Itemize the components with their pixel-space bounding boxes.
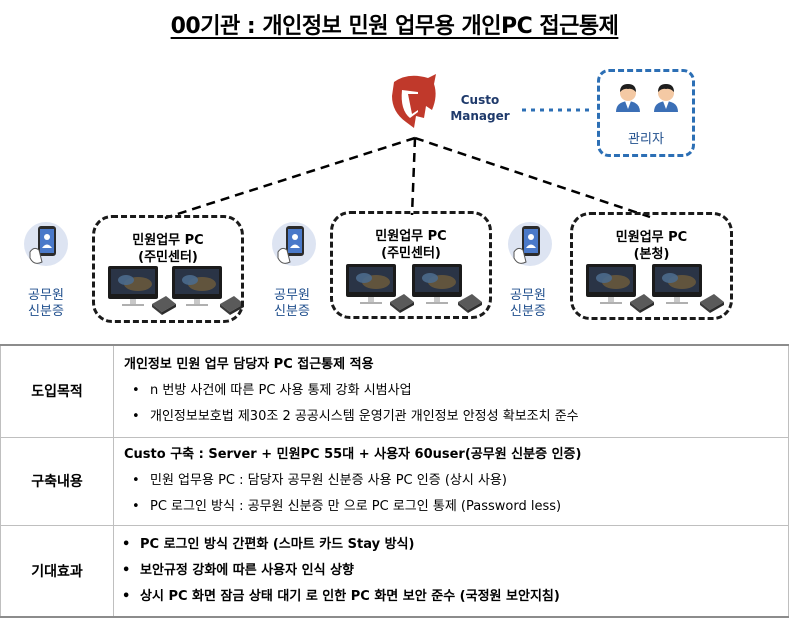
list-item: •개인정보보호법 제30조 2 공공시스템 운영기관 개인정보 안정성 확보조치…	[132, 409, 579, 425]
admin-label: 관리자	[628, 132, 664, 147]
pc-group-3: 민원업무 PC (본청)	[570, 212, 733, 320]
pc-group-1: 민원업무 PC (주민센터)	[92, 215, 244, 323]
smartphone-id-icon	[271, 221, 317, 267]
admin-box: 관리자	[597, 69, 695, 157]
row-heading: 기대효과	[0, 524, 114, 618]
list-item: •n 번방 사건에 따른 PC 사용 통제 강화 시범사업	[132, 383, 412, 399]
helmet-logo-icon	[392, 74, 436, 128]
pc-group-title: 민원업무 PC (주민센터)	[375, 229, 447, 261]
table-row: 기대효과 •PC 로그인 방식 간편화 (스마트 카드 Stay 방식) •보안…	[0, 524, 789, 618]
pc-group-2: 민원업무 PC (주민센터)	[330, 211, 492, 319]
row-body: •PC 로그인 방식 간편화 (스마트 카드 Stay 방식) •보안규정 강화…	[113, 524, 789, 618]
pc-group-title: 민원업무 PC (본청)	[615, 230, 688, 262]
network-diagram	[23, 74, 724, 315]
row-header-line: Custo 구축 : Server + 민원PC 55대 + 사용자 60use…	[124, 447, 582, 462]
list-item: •보안규정 강화에 따른 사용자 인식 상향	[122, 562, 354, 578]
table-row: 도입목적 개인정보 민원 업무 담당자 PC 접근통제 적용 •n 번방 사건에…	[0, 344, 789, 438]
smartphone-id-icon	[23, 221, 69, 267]
id-card-label: 공무원 신분증	[510, 288, 546, 319]
list-item: •PC 로그인 방식 : 공무원 신분증 만 으로 PC 로그인 통제 (Pas…	[132, 499, 562, 514]
table-row: 구축내용 Custo 구축 : Server + 민원PC 55대 + 사용자 …	[0, 436, 789, 526]
row-body: Custo 구축 : Server + 민원PC 55대 + 사용자 60use…	[113, 436, 789, 526]
page-title: 00기관 : 개인정보 민원 업무용 개인PC 접근통제	[170, 14, 619, 39]
row-header-line: 개인정보 민원 업무 담당자 PC 접근통제 적용	[124, 357, 374, 373]
list-item: •민원 업무용 PC : 담당자 공무원 신분증 사용 PC 인증 (상시 사용…	[132, 473, 507, 488]
pc-group-title: 민원업무 PC (주민센터)	[132, 233, 204, 265]
smartphone-id-icon	[507, 221, 553, 267]
row-heading: 구축내용	[0, 436, 114, 526]
row-body: 개인정보 민원 업무 담당자 PC 접근통제 적용 •n 번방 사건에 따른 P…	[113, 344, 789, 438]
list-item: •PC 로그인 방식 간편화 (스마트 카드 Stay 방식)	[122, 536, 415, 552]
row-heading: 도입목적	[0, 344, 114, 438]
info-table: 도입목적 개인정보 민원 업무 담당자 PC 접근통제 적용 •n 번방 사건에…	[0, 344, 789, 618]
server-label: Custo Manager	[450, 93, 510, 123]
id-card-label: 공무원 신분증	[28, 288, 64, 319]
list-item: •상시 PC 화면 잠금 상태 대기 로 인한 PC 화면 보안 준수 (국정원…	[122, 588, 560, 604]
id-card-label: 공무원 신분증	[274, 288, 310, 319]
